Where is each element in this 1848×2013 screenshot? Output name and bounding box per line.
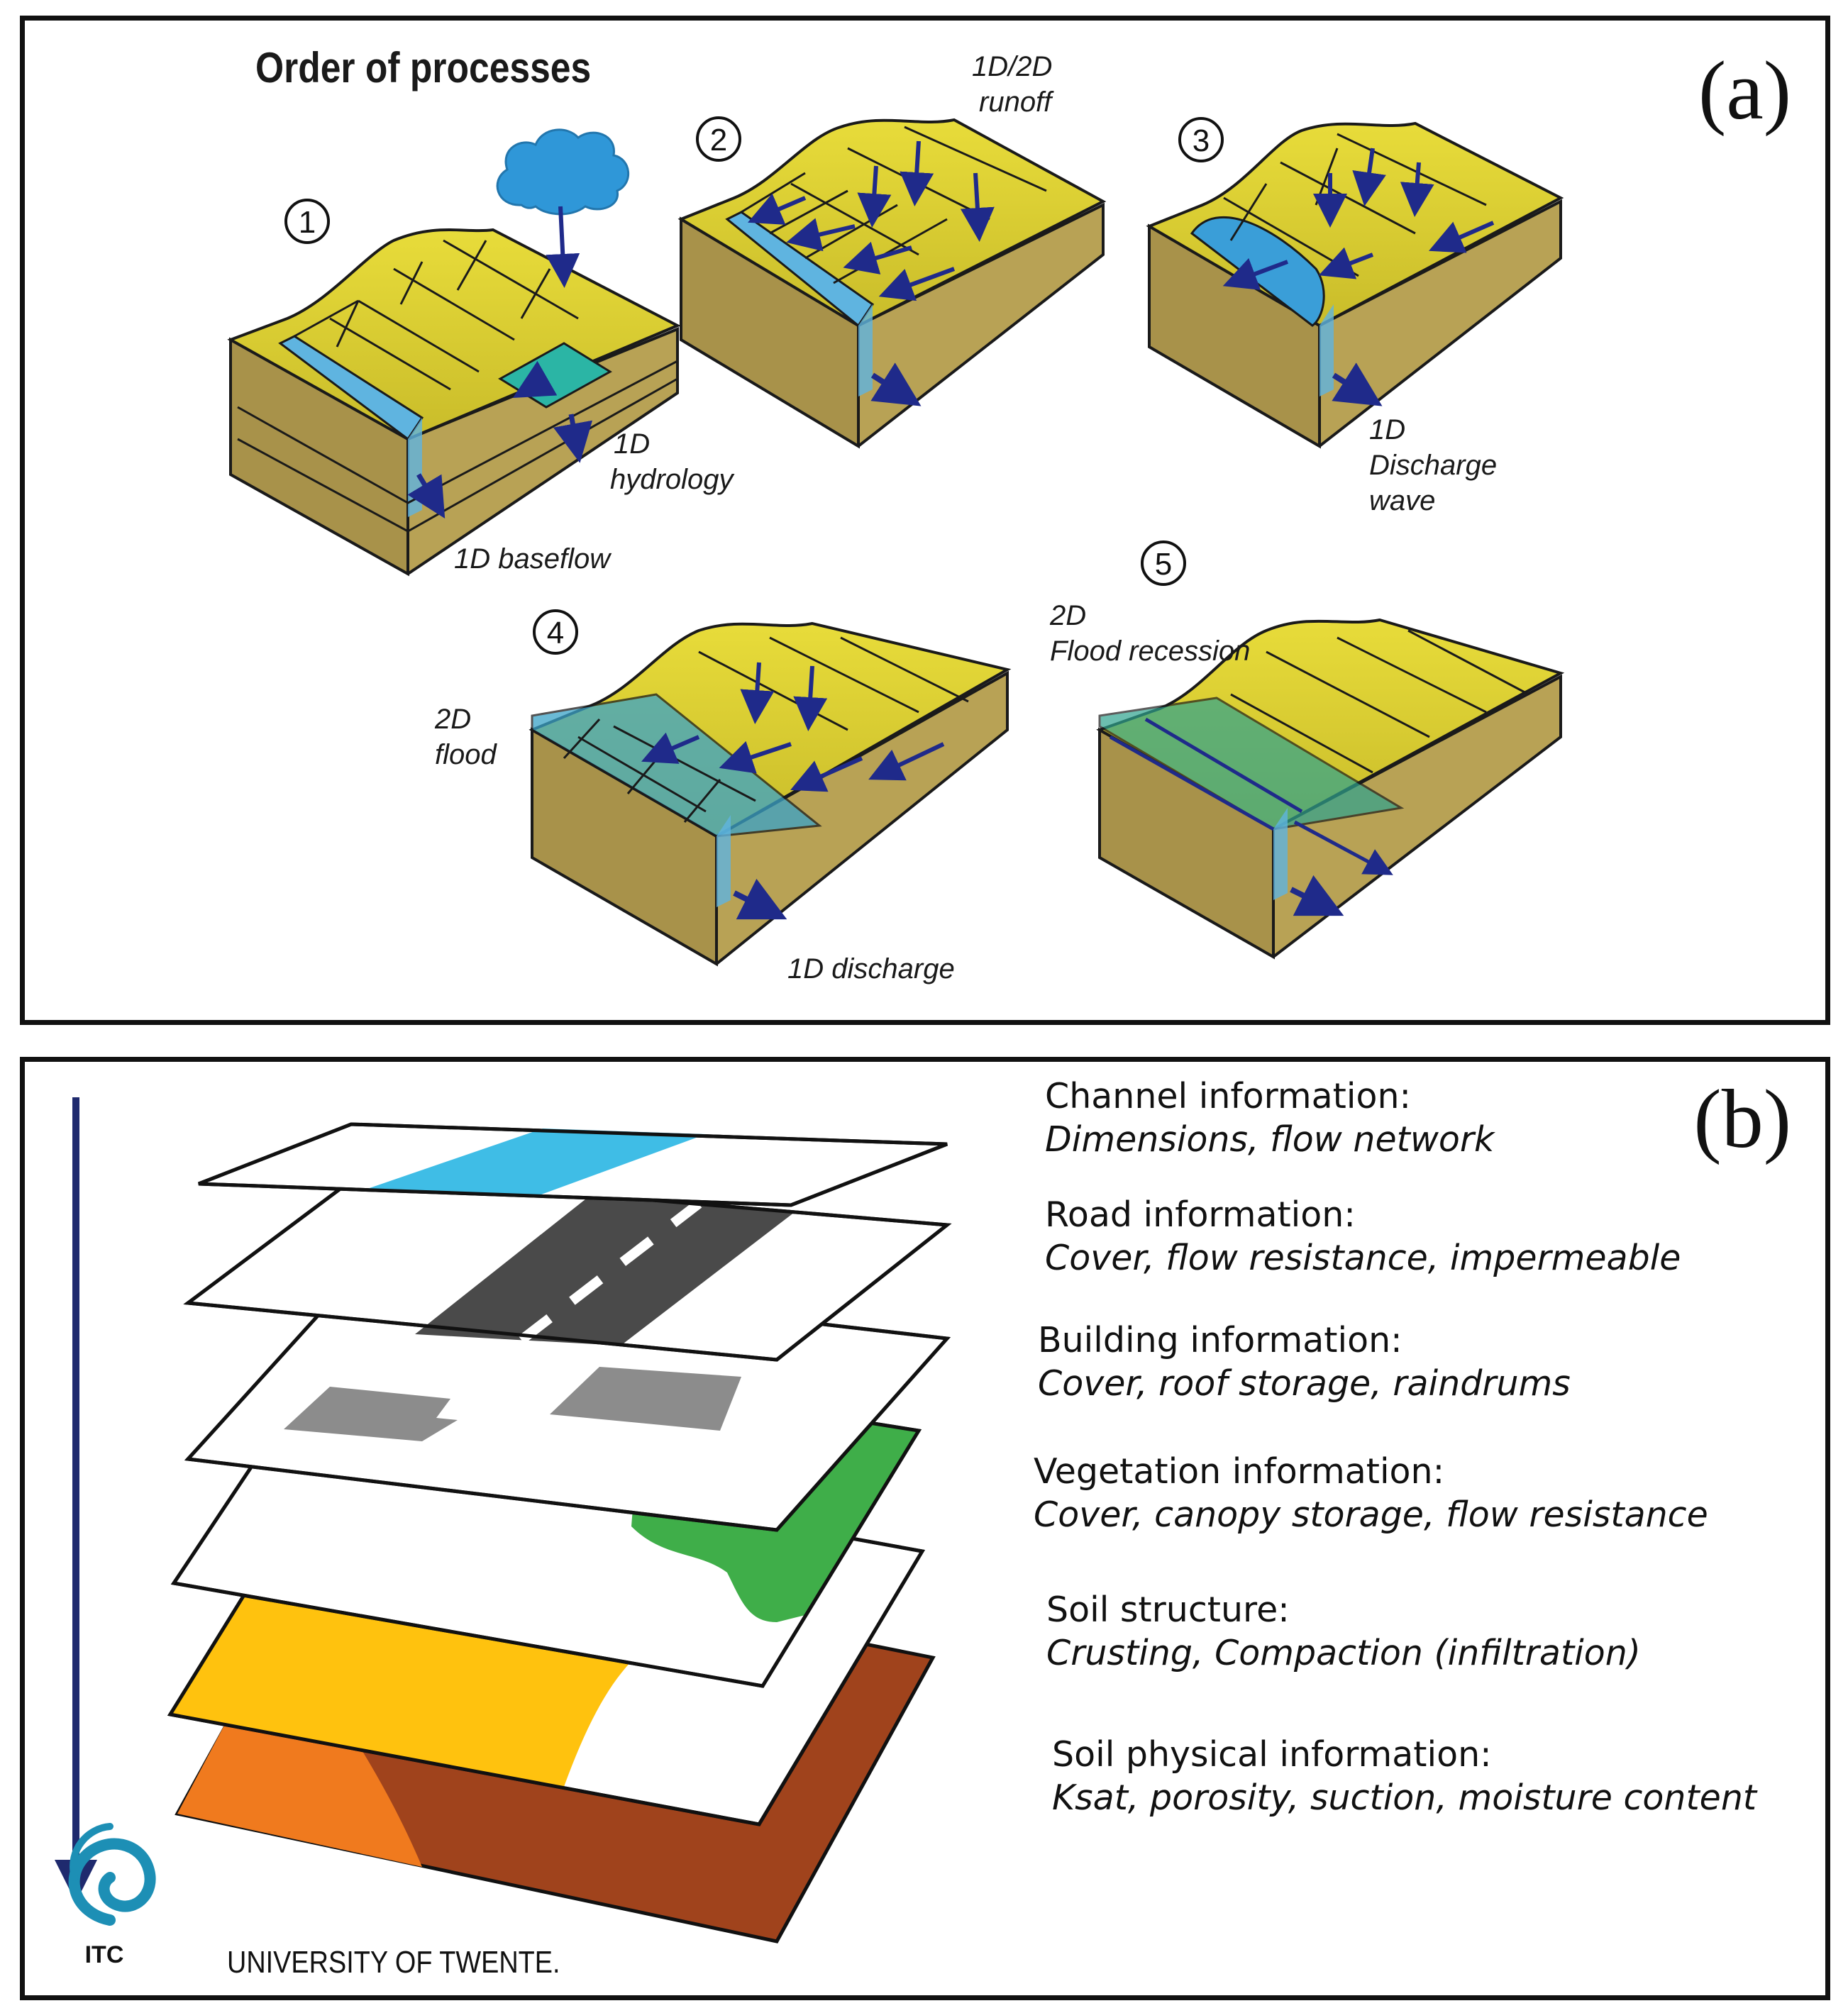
panel-a: (a) Order of processes <box>20 16 1830 1025</box>
block-step-5 <box>1096 618 1565 960</box>
layer-stack-diagram: ITC <box>55 1097 952 1968</box>
label-runoff-b: runoff <box>979 87 1054 118</box>
svg-text:ITC: ITC <box>85 1941 124 1968</box>
label-flood-recession-a: 2D <box>1049 600 1086 631</box>
layer-detail: Crusting, Compaction (infiltration) <box>1046 1633 1641 1674</box>
step-number-5: 5 <box>1141 540 1186 586</box>
layer-channel <box>198 1122 948 1207</box>
svg-text:4: 4 <box>547 616 564 650</box>
layer-info-channel: Channel information: Dimensions, flow ne… <box>1045 1075 1494 1162</box>
layer-detail: Cover, roof storage, raindrums <box>1038 1363 1571 1404</box>
label-1d-baseflow: 1D baseflow <box>454 543 612 575</box>
layer-title: Channel information: <box>1045 1076 1412 1116</box>
layer-title: Soil physical information: <box>1052 1734 1492 1775</box>
label-discharge-wave-a: 1D <box>1369 414 1405 445</box>
rain-cloud-icon <box>496 128 629 288</box>
svg-text:3: 3 <box>1193 123 1210 158</box>
layer-info-building: Building information: Cover, roof storag… <box>1038 1319 1571 1406</box>
block-step-4 <box>529 621 1012 967</box>
layer-road <box>183 1173 952 1362</box>
step-number-3: 3 <box>1178 117 1224 162</box>
layer-detail: Dimensions, flow network <box>1045 1119 1495 1160</box>
itc-logo-icon: ITC <box>68 1823 156 1968</box>
svg-text:1: 1 <box>299 205 316 240</box>
panel-b: (b) <box>20 1057 1830 2000</box>
label-runoff-a: 1D/2D <box>972 51 1052 82</box>
label-2d-flood-a: 2D <box>434 704 471 735</box>
label-2d-flood-b: flood <box>435 739 497 770</box>
label-1d-hydrology-a: 1D <box>614 428 650 460</box>
layer-detail: Cover, flow resistance, impermeable <box>1045 1238 1681 1279</box>
block-step-1 <box>227 228 681 577</box>
step-number-1: 1 <box>284 199 330 244</box>
institution-name: UNIVERSITY OF TWENTE. <box>227 1945 560 1980</box>
layer-title: Road information: <box>1045 1194 1356 1235</box>
process-diagram: 1 2 3 4 5 1D hydrology 1D baseflow 1D/2D… <box>227 51 1565 985</box>
layer-info-vegetation: Vegetation information: Cover, canopy st… <box>1034 1450 1708 1537</box>
step-number-2: 2 <box>696 116 741 162</box>
label-flood-recession-b: Flood recession <box>1050 636 1250 667</box>
block-step-2 <box>677 118 1107 449</box>
label-discharge-wave-b: Discharge <box>1369 450 1497 481</box>
label-1d-discharge: 1D discharge <box>787 953 955 985</box>
layer-detail: Ksat, porosity, suction, moisture conten… <box>1052 1778 1757 1819</box>
layer-info-road: Road information: Cover, flow resistance… <box>1045 1193 1681 1280</box>
label-discharge-wave-c: wave <box>1369 485 1435 516</box>
layer-title: Building information: <box>1038 1320 1402 1360</box>
block-step-3 <box>1146 121 1564 449</box>
layer-info-soil-structure: Soil structure: Crusting, Compaction (in… <box>1046 1588 1641 1675</box>
panel-a-letter: (a) <box>1698 44 1791 137</box>
label-1d-hydrology-b: hydrology <box>610 464 735 495</box>
diagram-heading: Order of processes <box>255 44 592 92</box>
layer-detail: Cover, canopy storage, flow resistance <box>1034 1494 1708 1536</box>
svg-text:5: 5 <box>1155 547 1172 582</box>
panel-b-letter: (b) <box>1693 1072 1791 1165</box>
layer-info-soil-physical: Soil physical information: Ksat, porosit… <box>1052 1733 1756 1820</box>
layer-title: Vegetation information: <box>1034 1451 1445 1492</box>
svg-text:2: 2 <box>710 123 727 157</box>
step-number-4: 4 <box>533 609 578 655</box>
layer-title: Soil structure: <box>1046 1590 1290 1630</box>
